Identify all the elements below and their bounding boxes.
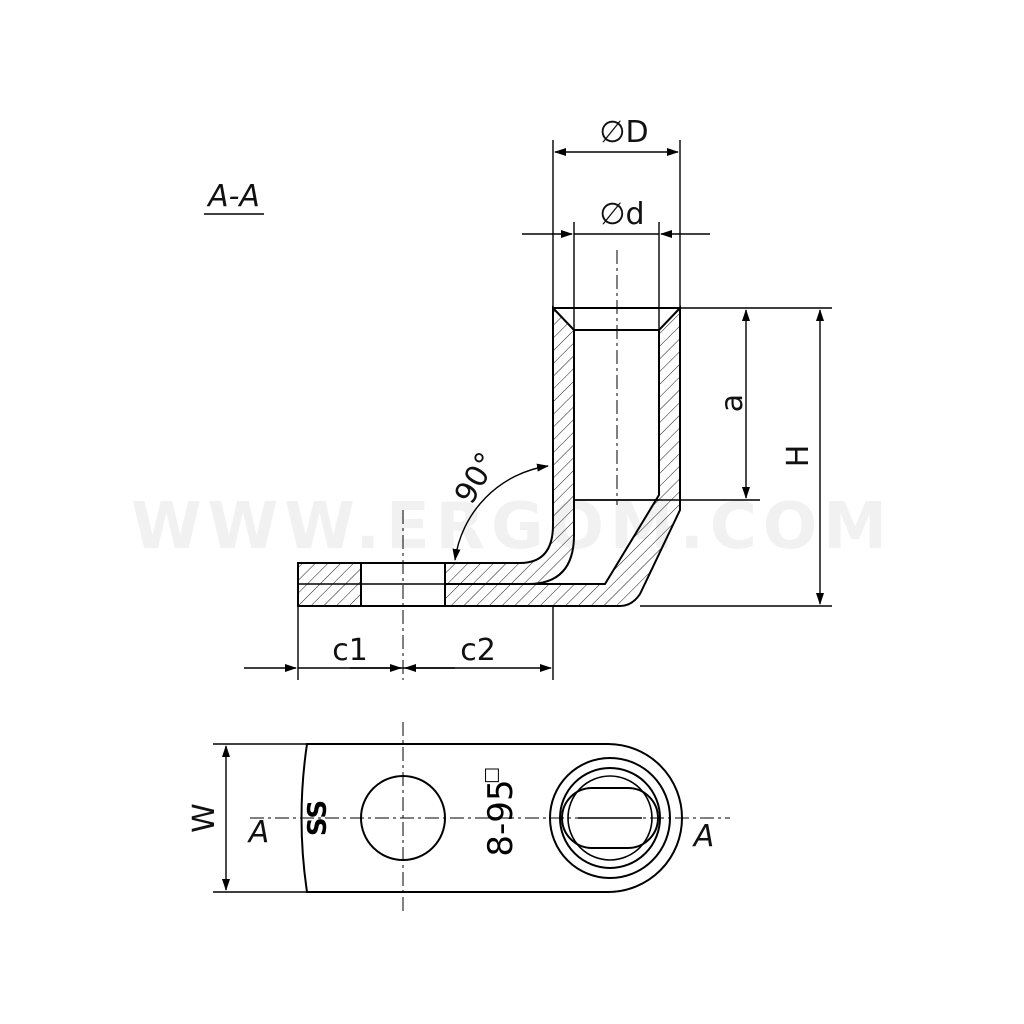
- section-mark-left: A: [247, 815, 270, 850]
- watermark-text: WWW.ERGOM.COM: [131, 490, 893, 564]
- dimension-insertion-depth: a: [574, 307, 760, 501]
- height-label: H: [781, 445, 816, 468]
- top-view: SS 8-95 □ A A: [247, 722, 730, 912]
- crimp-mark: [561, 787, 659, 849]
- outer-diameter-label: ∅D: [599, 115, 648, 150]
- section-mark-right: A: [692, 819, 715, 854]
- section-view: [297, 250, 681, 680]
- dimension-height: H: [640, 307, 832, 607]
- square-mark: □: [483, 764, 500, 785]
- c1-label: c1: [332, 633, 368, 668]
- width-label: W: [187, 803, 222, 833]
- size-stamp: 8-95: [481, 779, 521, 856]
- section-label: A-A: [204, 179, 264, 215]
- dimension-width: W: [187, 743, 307, 893]
- insertion-depth-label: a: [715, 394, 750, 412]
- dimension-inner-diameter: ∅d: [522, 197, 710, 330]
- inner-diameter-label: ∅d: [599, 197, 644, 232]
- dimension-c1-c2: c1 c2: [244, 606, 554, 680]
- section-label-text: A-A: [206, 179, 260, 214]
- c2-label: c2: [460, 633, 496, 668]
- dimension-outer-diameter: ∅D: [552, 115, 681, 308]
- brand-stamp: SS: [303, 800, 333, 836]
- barrel-wall-right: [444, 305, 681, 607]
